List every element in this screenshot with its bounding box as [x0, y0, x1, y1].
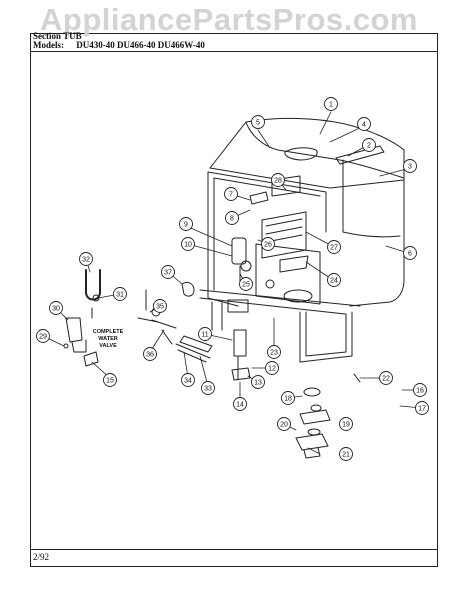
svg-text:8: 8: [230, 216, 234, 223]
svg-text:13: 13: [254, 380, 262, 387]
callout-28: 28: [271, 173, 285, 187]
svg-text:21: 21: [342, 452, 350, 459]
svg-text:1: 1: [329, 102, 333, 109]
svg-text:4: 4: [362, 122, 366, 129]
page-frame: [30, 33, 438, 567]
section-value: TUB: [63, 31, 82, 41]
lower-right-parts: [295, 373, 361, 459]
models-list: DU430-40 DU466-40 DU466W-40: [76, 40, 205, 50]
svg-text:3: 3: [408, 164, 412, 171]
callout-20: 20: [277, 417, 291, 431]
footer-rule: [30, 549, 437, 550]
callout-15: 15: [103, 373, 117, 387]
section-line: Section TUB: [33, 31, 82, 41]
callout-8: 8: [225, 211, 239, 225]
callout-9: 9: [179, 217, 193, 231]
callout-21: 21: [339, 447, 353, 461]
models-line: Models: DU430-40 DU466-40 DU466W-40: [33, 40, 205, 50]
footer-date: 2/92: [33, 552, 50, 562]
callout-13: 13: [251, 375, 265, 389]
callout-12: 12: [265, 361, 279, 375]
svg-text:35: 35: [156, 304, 164, 311]
callout-32: 32: [79, 252, 93, 266]
callout-10: 10: [181, 237, 195, 251]
svg-text:20: 20: [280, 422, 288, 429]
svg-text:36: 36: [146, 352, 154, 359]
svg-text:6: 6: [408, 251, 412, 258]
svg-text:26: 26: [264, 242, 272, 249]
svg-text:10: 10: [184, 242, 192, 249]
callout-35: 35: [153, 299, 167, 313]
callout-36: 36: [143, 347, 157, 361]
svg-text:33: 33: [204, 386, 212, 393]
callout-18: 18: [281, 391, 295, 405]
svg-text:2: 2: [367, 143, 371, 150]
callout-1: 1: [324, 97, 338, 111]
section-label: Section: [33, 31, 61, 41]
callout-11: 11: [198, 327, 212, 341]
svg-text:27: 27: [330, 245, 338, 252]
svg-text:14: 14: [236, 402, 244, 409]
svg-text:12: 12: [268, 366, 276, 373]
callout-4: 4: [357, 117, 371, 131]
svg-text:31: 31: [116, 292, 124, 299]
callout-26: 26: [261, 237, 275, 251]
callout-31: 31: [113, 287, 127, 301]
callout-34: 34: [181, 373, 195, 387]
valve-label-line-2: WATER: [98, 336, 117, 342]
valve-label: COMPLETE WATER VALVE: [93, 329, 124, 349]
callout-16: 16: [413, 383, 427, 397]
header-rule: [30, 51, 437, 52]
svg-text:28: 28: [274, 178, 282, 185]
svg-text:29: 29: [39, 334, 47, 341]
models-label: Models:: [33, 40, 64, 50]
callout-29: 29: [36, 329, 50, 343]
callout-22: 22: [379, 371, 393, 385]
callout-7: 7: [224, 187, 238, 201]
svg-text:15: 15: [106, 378, 114, 385]
svg-text:25: 25: [242, 282, 250, 289]
svg-text:23: 23: [270, 350, 278, 357]
svg-text:22: 22: [382, 376, 390, 383]
callout-6: 6: [403, 246, 417, 260]
svg-text:7: 7: [229, 192, 233, 199]
callout-3: 3: [403, 159, 417, 173]
watermark-text: AppliancePartsPros.com: [40, 2, 418, 37]
callout-25: 25: [239, 277, 253, 291]
svg-text:37: 37: [164, 270, 172, 277]
svg-text:32: 32: [82, 257, 90, 264]
svg-text:9: 9: [184, 222, 188, 229]
svg-text:18: 18: [284, 396, 292, 403]
tub-assembly: [199, 117, 405, 381]
svg-text:34: 34: [184, 378, 192, 385]
svg-text:30: 30: [52, 306, 60, 313]
svg-text:19: 19: [342, 422, 350, 429]
callout-14: 14: [233, 397, 247, 411]
callout-5: 5: [251, 115, 265, 129]
callout-27: 27: [327, 240, 341, 254]
callout-17: 17: [415, 401, 429, 415]
svg-text:16: 16: [416, 388, 424, 395]
callout-19: 19: [339, 417, 353, 431]
svg-text:5: 5: [256, 120, 260, 127]
left-side-parts: [63, 269, 213, 367]
callout-37: 37: [161, 265, 175, 279]
svg-text:17: 17: [418, 406, 426, 413]
svg-text:11: 11: [201, 332, 208, 339]
callout-2: 2: [362, 138, 376, 152]
callout-bubbles: 1 2 3 4 5 6 7 8 9 10 11 12 13 14 15 16 1…: [36, 97, 429, 461]
callout-23: 23: [267, 345, 281, 359]
valve-label-line-1: COMPLETE: [93, 329, 124, 335]
valve-label-line-3: VALVE: [99, 343, 117, 349]
svg-text:24: 24: [330, 278, 338, 285]
callout-24: 24: [327, 273, 341, 287]
callout-30: 30: [49, 301, 63, 315]
callout-33: 33: [201, 381, 215, 395]
